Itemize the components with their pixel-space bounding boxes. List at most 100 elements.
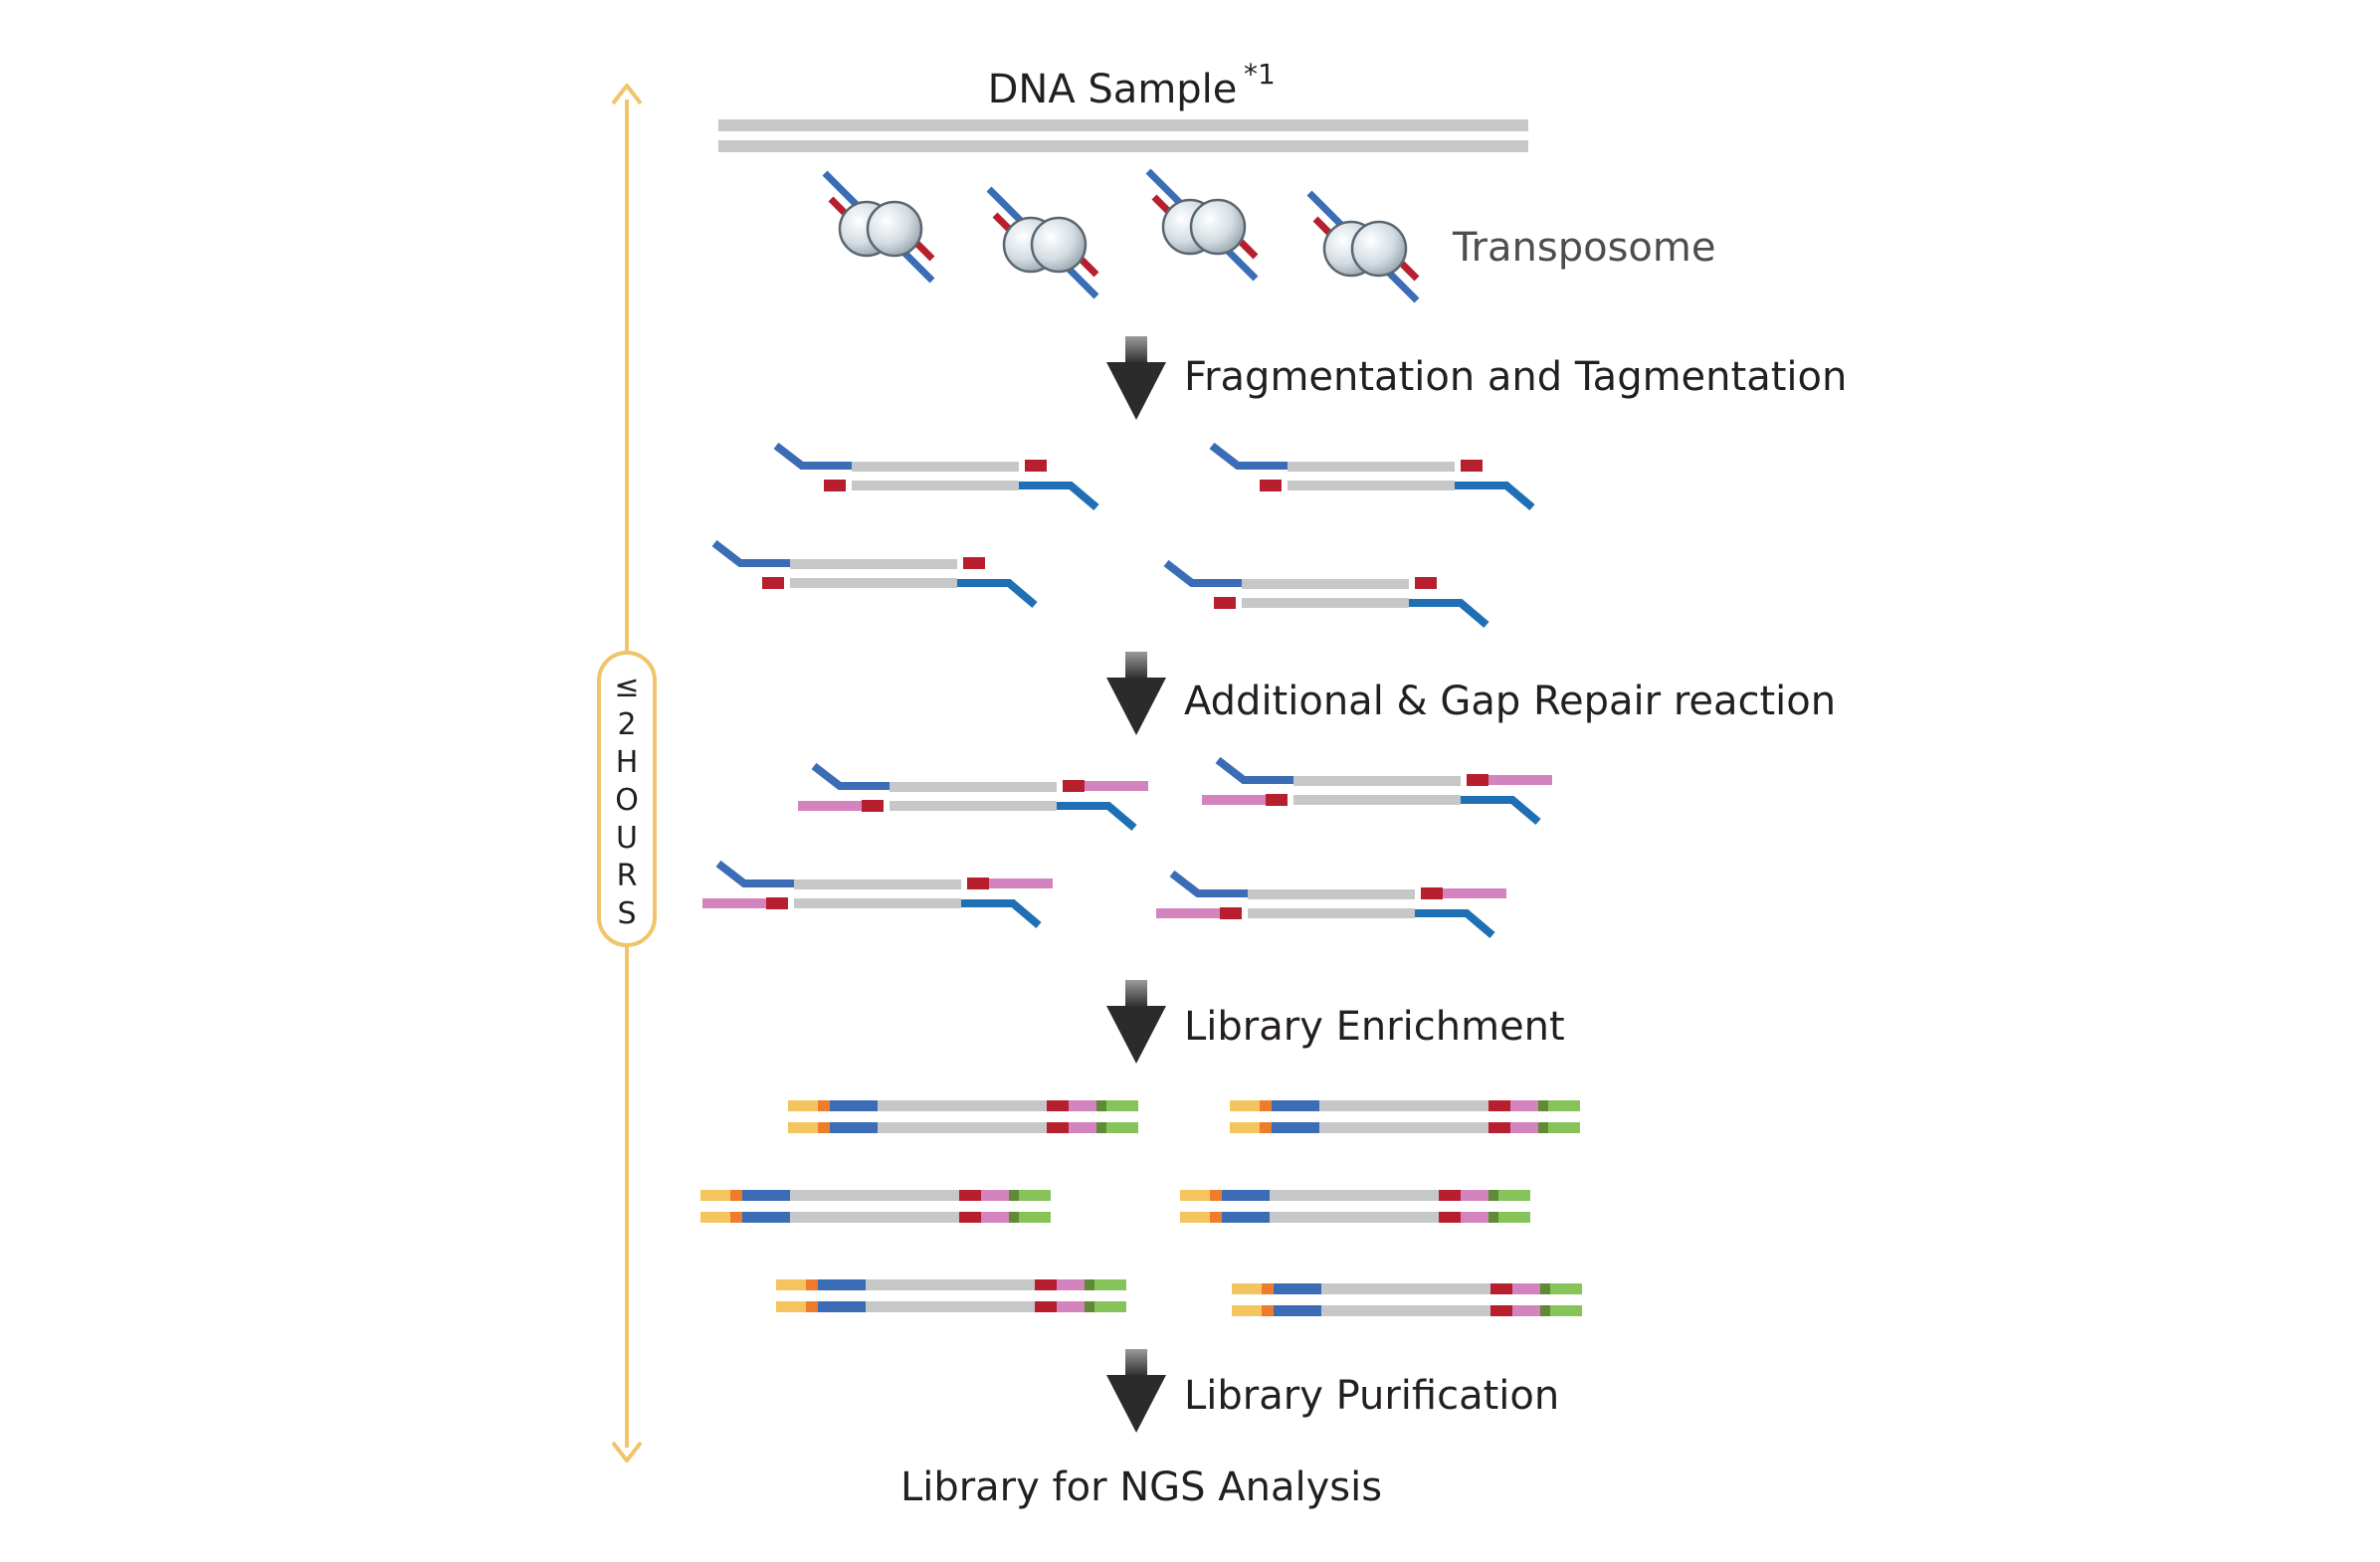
index-orange [818,1100,830,1111]
p5-dark-green [1009,1212,1019,1223]
index-yellow [1180,1212,1210,1223]
gap-fill-bottom [798,801,862,811]
time-axis: ≤ 2 H O U R S [597,84,657,1463]
tag-bottom [862,800,884,812]
tag-red [1488,1100,1510,1111]
seq-pink [1461,1190,1488,1201]
tag-top [1421,887,1443,899]
hours-symbol: ≤ [614,670,639,704]
tag-red [1488,1122,1510,1133]
tag-bottom [1260,480,1282,491]
p5-dark-green [1085,1279,1094,1290]
step-arrow-4 [1106,1349,1166,1433]
adapter-top [1163,559,1242,587]
strand-bottom [790,578,957,588]
index-yellow [788,1122,818,1133]
insert-grey [878,1122,1047,1133]
adapter-bottom [1409,599,1489,629]
p5-dark-green [1085,1301,1094,1312]
adapter-top [773,442,852,470]
dna-fragment [711,539,1038,609]
transposase-bead [1030,216,1088,274]
adapter-blue [830,1100,878,1111]
arrow-head [1106,678,1166,735]
seq-pink [1057,1279,1085,1290]
strand-top [1248,889,1415,899]
p5-dark-green [1538,1122,1548,1133]
adapter-bottom [1019,482,1099,511]
step-purification-label: Library Purification [1184,1373,1559,1419]
strand-top [1242,579,1409,589]
tag-end [1078,256,1099,278]
adapter-blue [818,1301,866,1312]
insert-grey [1321,1305,1490,1316]
library-fragment [776,1279,1126,1312]
insert-grey [1319,1122,1488,1133]
arrow-shaft [1125,1349,1147,1379]
hours-char-6: S [617,896,636,931]
p7-green [1498,1190,1530,1201]
p5-dark-green [1096,1122,1106,1133]
step-gap-repair-label: Additional & Gap Repair reaction [1184,679,1836,724]
dna-fragment [798,762,1148,832]
index-yellow [1230,1100,1260,1111]
insert-grey [790,1190,959,1201]
seq-pink [1057,1301,1085,1312]
arrow-shaft [1125,336,1147,366]
step-fragmentation-label: Fragmentation and Tagmentation [1184,354,1847,400]
tag-top [1467,774,1488,786]
arrow-head [1106,1006,1166,1064]
seq-pink [981,1190,1009,1201]
index-orange [1260,1100,1272,1111]
seq-pink [1512,1283,1540,1294]
index-orange [730,1190,742,1201]
arrow-shaft [1125,652,1147,682]
tag-red [1439,1212,1461,1223]
timeline-arrow-top [611,84,643,105]
index-orange [806,1279,818,1290]
enriched-library-fragments [700,1100,1582,1316]
arrow-shaft [1125,980,1147,1010]
index-yellow [1232,1305,1262,1316]
insert-grey [1321,1283,1490,1294]
transposase-bead [866,200,923,258]
adapter-blue [1222,1212,1270,1223]
insert-grey [1270,1212,1439,1223]
p5-dark-green [1488,1212,1498,1223]
strand-bottom [890,801,1057,811]
tag-end [913,240,935,262]
step-enrichment: Library Enrichment [1106,980,1565,1064]
gap-fill-top [989,879,1053,888]
dna-sample-footnote: *1 [1244,58,1276,91]
tag-end [1398,260,1420,282]
tag-red [1047,1100,1069,1111]
library-fragment [1180,1190,1530,1223]
index-orange [1210,1190,1222,1201]
p7-green [1550,1283,1582,1294]
step-gap-repair: Additional & Gap Repair reaction [1106,652,1836,735]
tag-bottom [1266,794,1288,806]
final-output-label: Library for NGS Analysis [900,1464,1382,1510]
strand-bottom [1248,908,1415,918]
seq-pink [1069,1100,1096,1111]
adapter-blue [1272,1122,1319,1133]
p5-dark-green [1488,1190,1498,1201]
adapter-blue [742,1190,790,1201]
index-yellow [788,1100,818,1111]
index-orange [818,1122,830,1133]
strand-bottom [1293,795,1461,805]
adapter-blue [818,1279,866,1290]
arrow-head [1106,1375,1166,1433]
insert-grey [790,1212,959,1223]
index-orange [1262,1305,1274,1316]
tag-bottom [1220,907,1242,919]
tag-bottom [824,480,846,491]
p5-dark-green [1096,1100,1106,1111]
adapter-blue [742,1212,790,1223]
adapter-top [1169,870,1248,897]
index-yellow [776,1279,806,1290]
index-yellow [1230,1122,1260,1133]
step-arrow-2 [1106,652,1166,735]
gap-fill-bottom [1156,908,1220,918]
